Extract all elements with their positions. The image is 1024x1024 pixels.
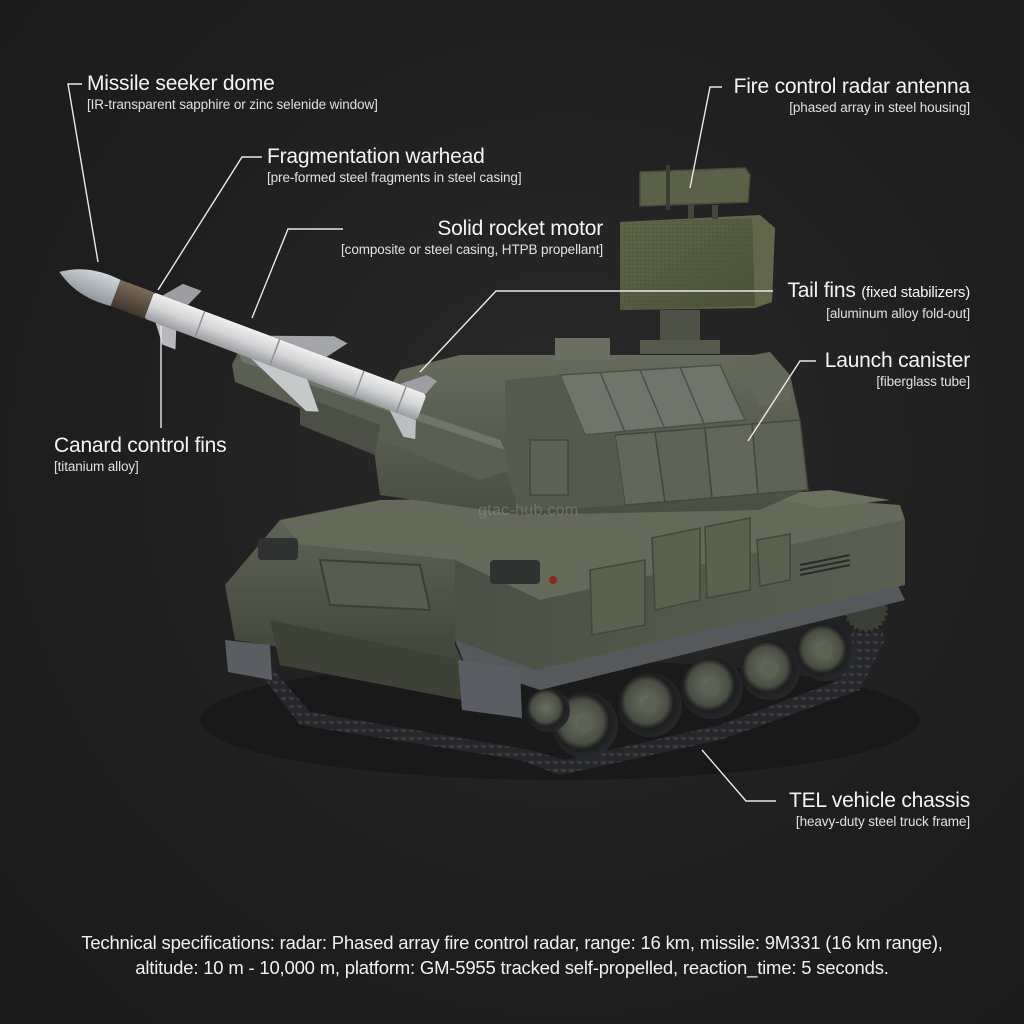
leader-seeker — [67, 83, 99, 263]
leader-warhead — [157, 156, 262, 291]
label-tail-fins: Tail fins (fixed stabilizers) [aluminum … — [787, 279, 970, 322]
label-title-main: Tail fins — [787, 279, 856, 302]
label-fire-control-radar: Fire control radar antenna [phased array… — [733, 75, 971, 116]
tail-fin — [399, 374, 437, 394]
rear-light — [490, 560, 540, 584]
label-material: [fiberglass tube] — [876, 374, 970, 389]
label-material: [phased array in steel housing] — [789, 100, 970, 115]
specs-line-1: Technical specifications: radar: Phased … — [81, 932, 943, 953]
hull — [225, 490, 905, 718]
label-fragmentation-warhead: Fragmentation warhead [pre-formed steel … — [267, 145, 522, 186]
label-launch-canister: Launch canister [fiberglass tube] — [825, 349, 970, 390]
label-title: TEL vehicle chassis — [789, 789, 970, 812]
label-vehicle-chassis: TEL vehicle chassis [heavy-duty steel tr… — [789, 789, 970, 830]
missile-body — [144, 293, 426, 420]
launch-canister-bank — [614, 419, 809, 506]
leader-tailfins — [419, 290, 773, 373]
warhead-band — [108, 279, 155, 319]
fire-control-radar — [620, 165, 775, 354]
phased-array-face — [620, 218, 755, 310]
technical-specifications: Technical specifications: radar: Phased … — [0, 930, 1024, 980]
idler-wheel — [526, 688, 570, 732]
label-title: Solid rocket motor — [437, 217, 603, 240]
leader-radar — [689, 86, 722, 189]
label-solid-rocket-motor: Solid rocket motor [composite or steel c… — [341, 217, 603, 258]
label-material: [titanium alloy] — [54, 459, 139, 474]
leader-chassis — [701, 749, 776, 802]
tail-fin — [389, 410, 416, 440]
leader-lines — [67, 83, 816, 802]
label-canard-fins: Canard control fins [titanium alloy] — [54, 434, 227, 475]
label-material: [heavy-duty steel truck frame] — [795, 814, 970, 829]
label-title: Canard control fins — [54, 434, 227, 457]
seeker-dome — [59, 269, 121, 306]
watermark: gtac-hub.com — [478, 502, 579, 519]
specs-line-2: altitude: 10 m - 10,000 m, platform: GM-… — [135, 957, 889, 978]
leader-canister — [747, 360, 816, 442]
label-title-note: (fixed stabilizers) — [861, 284, 970, 301]
label-title: Fragmentation warhead — [267, 145, 485, 168]
canard-fin — [162, 283, 202, 305]
label-material: [pre-formed steel fragments in steel cas… — [267, 170, 522, 185]
leader-motor — [251, 228, 343, 319]
label-title: Fire control radar antenna — [733, 75, 971, 98]
label-title: Tail fins (fixed stabilizers) — [787, 279, 970, 305]
label-material: [composite or steel casing, HTPB propell… — [341, 242, 603, 257]
rear-light — [258, 538, 298, 560]
label-title: Missile seeker dome — [87, 72, 275, 95]
missile — [59, 269, 437, 440]
label-material: [IR-transparent sapphire or zinc selenid… — [87, 97, 378, 112]
mid-wing — [270, 335, 348, 357]
label-material: [aluminum alloy fold-out] — [826, 306, 970, 321]
label-seeker-dome: Missile seeker dome [IR-transparent sapp… — [87, 72, 378, 113]
engine-vent — [799, 554, 851, 576]
label-title: Launch canister — [824, 349, 970, 372]
mid-wing — [251, 358, 319, 412]
